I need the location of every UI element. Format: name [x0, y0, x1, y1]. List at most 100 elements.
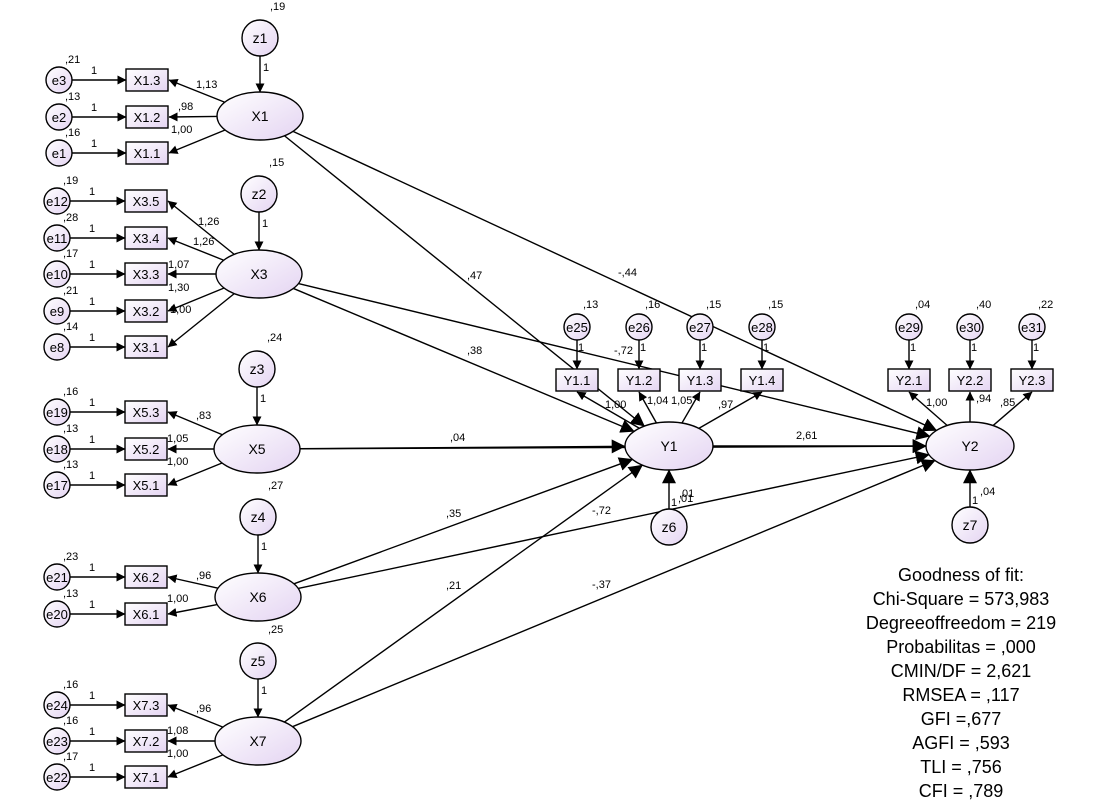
- indicator-x6-2: [124, 565, 168, 589]
- goodness-of-fit-panel: Goodness of fit: Chi-Square = 573,983 De…: [866, 565, 1056, 801]
- latent-label-x3: X3: [250, 266, 267, 282]
- error-weight-e21: 1: [89, 562, 95, 574]
- latent-label-x7: X7: [249, 733, 266, 749]
- error-weight-e20: 1: [89, 599, 95, 611]
- indicator-y1-3: [678, 368, 722, 392]
- indicator-label-y2-3: Y2.3: [1019, 373, 1046, 388]
- error-e21: [43, 563, 71, 591]
- error-variance-e27: ,15: [706, 299, 721, 311]
- error-label-e22: e22: [46, 770, 68, 785]
- indicator-x5-3: [124, 400, 168, 424]
- coef-x1-y1: ,47: [467, 270, 482, 282]
- indicator-label-y1-1: Y1.1: [564, 373, 591, 388]
- latent-y2: [925, 421, 1015, 471]
- nodes-layer: [43, 19, 1054, 791]
- error-variance-e17: ,13: [63, 459, 78, 471]
- disturbance-label-z2: z2: [252, 186, 267, 202]
- error-e22: [43, 763, 71, 791]
- loading-value-y2-1: 1,00: [926, 397, 947, 409]
- disturbance-weight-z7: 1: [972, 495, 978, 507]
- loading-x5-3: [167, 411, 223, 436]
- error-weight-e28: 1: [763, 342, 769, 354]
- indicator-label-y1-3: Y1.3: [687, 373, 714, 388]
- disturbance-variance-z5: ,25: [268, 624, 283, 636]
- indicator-label-y1-2: Y1.2: [626, 373, 653, 388]
- indicator-label-x5-3: X5.3: [133, 405, 160, 420]
- loading-x7-3: [167, 704, 224, 728]
- disturbance-weight-z1: 1: [263, 62, 269, 74]
- latent-x3: [215, 249, 303, 299]
- error-e30: [956, 313, 984, 341]
- error-variance-e20: ,13: [63, 588, 78, 600]
- error-e17: [43, 471, 71, 499]
- indicator-x3-5: [124, 189, 168, 213]
- path-x6-to-y2: [298, 450, 930, 590]
- loading-x3-4: [167, 236, 225, 261]
- error-label-e29: e29: [898, 320, 920, 335]
- error-variance-e3: ,21: [65, 54, 80, 66]
- disturbance-weight-z2: 1: [262, 218, 268, 230]
- disturbance-weight-z4: 1: [261, 541, 267, 553]
- coef-x1-y2: -,44: [618, 267, 637, 279]
- error-e27: [686, 313, 714, 341]
- error-label-e18: e18: [46, 442, 68, 457]
- edges-layer: [70, 56, 1037, 782]
- disturbance-z5: [239, 642, 277, 680]
- latent-x7: [214, 716, 302, 766]
- disturbance-label-z1: z1: [253, 30, 268, 46]
- error-label-e11: e11: [47, 231, 68, 246]
- coef-x3-y1: ,38: [467, 345, 482, 357]
- error-weight-e29: 1: [910, 342, 916, 354]
- indicator-x3-4: [124, 226, 168, 250]
- latent-label-y1: Y1: [660, 438, 677, 454]
- loading-x7-1: [167, 754, 224, 778]
- path-x7-to-y1: [283, 464, 643, 723]
- loading-y2-1: [908, 391, 948, 426]
- error-label-e12: e12: [46, 194, 68, 209]
- loading-value-x7-2: 1,08: [167, 725, 188, 737]
- indicator-label-x1-3: X1.3: [134, 73, 161, 88]
- error-variance-e24: ,16: [63, 679, 78, 691]
- error-label-e30: e30: [959, 320, 981, 335]
- disturbance-variance-z3: ,24: [267, 332, 282, 344]
- error-weight-e3: 1: [91, 65, 97, 77]
- indicator-x1-3: [125, 68, 169, 92]
- loading-x6-2: [167, 574, 219, 589]
- loading-value-x5-2: 1,05: [167, 433, 188, 445]
- path-x3-to-y1: [293, 287, 635, 433]
- latent-label-x1: X1: [251, 108, 268, 124]
- latent-x6: [214, 572, 302, 622]
- error-e18: [43, 435, 71, 463]
- error-label-e24: e24: [46, 698, 68, 713]
- indicator-label-x7-2: X7.2: [133, 734, 160, 749]
- coef-x7-y1: ,21: [446, 580, 461, 592]
- coef-x3-y2: -,72: [614, 345, 633, 357]
- disturbance-variance-z4: ,27: [268, 480, 283, 492]
- loading-value-x1-2: ,98: [178, 101, 193, 113]
- gof-cfi: CFI = ,789: [919, 781, 1004, 801]
- error-e29: [895, 313, 923, 341]
- error-label-e10: e10: [46, 267, 68, 282]
- error-variance-e12: ,19: [63, 175, 78, 187]
- path-x7-to-y2: [292, 459, 936, 728]
- error-label-e28: e28: [751, 320, 773, 335]
- indicator-y2-3: [1010, 368, 1054, 392]
- disturbance-z7: [951, 506, 989, 544]
- path-x1-to-y2: [292, 130, 938, 432]
- error-weight-e8: 1: [89, 332, 95, 344]
- indicator-x5-1: [124, 473, 168, 497]
- error-e2: [45, 103, 73, 131]
- indicator-label-x3-2: X3.2: [133, 304, 160, 319]
- loading-value-x5-3: ,83: [196, 410, 211, 422]
- error-variance-e10: ,17: [63, 248, 78, 260]
- error-variance-e11: ,28: [63, 212, 78, 224]
- error-label-e17: e17: [46, 478, 68, 493]
- error-variance-e2: ,13: [65, 91, 80, 103]
- error-variance-e18: ,13: [63, 423, 78, 435]
- indicator-label-x3-5: X3.5: [133, 194, 160, 209]
- error-label-e31: e31: [1021, 320, 1043, 335]
- indicator-y2-1: [887, 368, 931, 392]
- indicator-y1-2: [617, 368, 661, 392]
- loading-value-y2-3: ,85: [1000, 397, 1015, 409]
- disturbance-variance-z2: ,15: [269, 157, 284, 169]
